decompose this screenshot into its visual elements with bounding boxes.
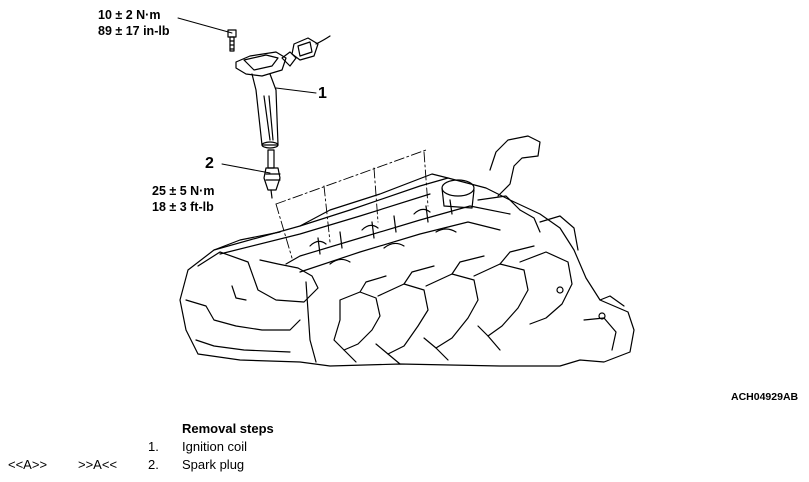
spark-plug-icon: [263, 149, 281, 199]
torque-spec-spark-plug: 25 ± 5 N·m 18 ± 3 ft-lb: [152, 183, 214, 215]
torque-spec-top-metric: 10 ± 2 N·m: [98, 8, 161, 22]
list-item: <<A>> >>A<< 2. Spark plug: [0, 456, 809, 476]
step-number: 2.: [148, 457, 159, 472]
intake-manifold-icon: [333, 209, 625, 365]
callout-2: 2: [205, 155, 214, 172]
hose-icon: [441, 135, 541, 211]
figure-id: ACH04929AB: [731, 391, 799, 403]
step-label: Spark plug: [182, 457, 245, 472]
guide-lines: [275, 149, 429, 259]
step-ref-right: >>A<<: [78, 457, 118, 472]
list-item: 1. Ignition coil: [0, 438, 809, 458]
torque-spec-top-imperial: 89 ± 17 in-lb: [98, 24, 170, 38]
engine-head-icon: [179, 173, 635, 367]
removal-steps-heading: Removal steps: [182, 421, 274, 436]
torque-spec-top: 10 ± 2 N·m 89 ± 17 in-lb: [98, 7, 169, 39]
torque-spec-mid-metric: 25 ± 5 N·m: [152, 184, 215, 198]
leader-lines: [177, 17, 317, 174]
torque-spec-mid-imperial: 18 ± 3 ft-lb: [152, 200, 214, 214]
bolt-icon: [227, 29, 237, 52]
callout-1: 1: [318, 85, 327, 102]
connector-icon: [291, 35, 331, 61]
ignition-coil-icon: [235, 51, 297, 149]
step-label: Ignition coil: [182, 439, 248, 454]
step-ref-left: <<A>>: [8, 457, 48, 472]
step-number: 1.: [148, 439, 159, 454]
